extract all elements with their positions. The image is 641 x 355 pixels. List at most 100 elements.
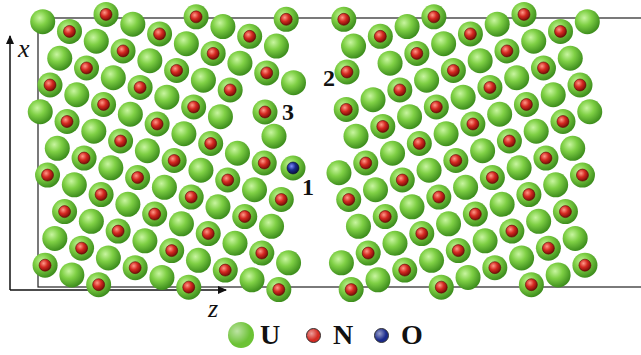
u-atom [400,194,425,219]
u-atom [201,41,226,66]
n-atom [484,81,496,93]
u-atom [443,148,468,173]
u-atom [28,99,53,124]
n-atom [112,225,124,237]
u-atom [84,29,109,54]
n-atom [239,211,251,223]
u-atom [264,34,289,59]
n-atom [275,194,287,206]
n-atom [259,106,271,118]
u-atom [223,231,248,256]
u-atom [55,109,80,134]
n-atom [93,279,105,291]
axis-label: x [18,36,30,62]
n-atom [61,116,73,128]
n-atom [435,281,447,293]
u-atom [91,92,116,117]
u-atom [378,51,403,76]
u-atom [414,68,439,93]
n-atom [95,189,107,201]
u-atom [570,163,595,188]
u-atom [152,175,177,200]
n-atom [559,206,571,218]
u-atom [57,19,82,44]
u-atom [536,236,561,261]
u-atom [125,165,150,190]
n-atom [452,245,464,257]
n-atom [557,116,569,128]
u-atom [473,228,498,253]
u-atom [541,82,566,107]
u-atom [470,138,495,163]
u-atom [334,97,359,122]
n-atom [555,25,567,37]
u-atom [577,99,602,124]
u-atom [568,73,593,98]
u-atom [135,138,160,163]
u-atom [426,185,451,210]
n-atom [411,47,423,59]
u-atom [188,158,213,183]
u-atom [451,85,476,110]
u-atom [507,155,532,180]
n-atom [115,135,127,147]
n-atom [44,79,56,91]
legend-text: N [333,321,353,349]
n-atom [540,152,552,164]
u-atom [89,182,114,207]
u-atom [546,262,571,287]
u-atom [225,141,250,166]
u-atom [339,277,364,302]
u-atom [227,51,252,76]
u-atom [276,250,301,275]
u-atom [115,192,140,217]
n-atom [362,247,374,259]
u-atom [514,92,539,117]
u-atom [531,55,556,80]
u-atom [242,177,267,202]
u-atom [480,165,505,190]
u-atom [373,204,398,229]
u-atom [331,7,356,32]
n-atom [469,208,481,220]
u-atom [145,111,170,136]
u-atom [38,73,63,98]
n-atom [261,67,273,79]
u-atom [208,104,233,129]
legend-text: O [401,321,423,349]
u-atom [397,104,422,129]
u-atom [326,160,351,185]
u-atom [485,12,510,37]
u-atom [118,102,143,127]
legend-text: U [260,321,280,349]
n-atom [256,247,268,259]
u-atom [74,55,99,80]
u-atom [232,204,257,229]
n-atom [416,228,428,240]
n-atom [394,84,406,96]
u-atom [460,111,485,136]
u-atom [344,124,369,149]
n-atom [506,225,518,237]
u-atom [392,258,417,283]
n-atom [345,284,357,296]
n-atom [39,259,51,271]
u-atom [361,87,386,112]
u-atom [519,272,544,297]
u-atom [504,65,529,90]
u-atom [261,124,286,149]
u-atom [456,265,481,290]
u-atom [521,29,546,54]
u-atom [509,245,534,270]
u-atom [59,262,84,287]
n-atom [396,174,408,186]
u-atom [169,211,194,236]
u-atom [164,58,189,83]
u-atom [162,148,187,173]
u-atom [254,60,279,85]
u-atom [191,68,216,93]
u-atom [205,194,230,219]
u-atom [341,34,366,59]
u-atom [365,267,390,292]
n-atom [413,137,425,149]
